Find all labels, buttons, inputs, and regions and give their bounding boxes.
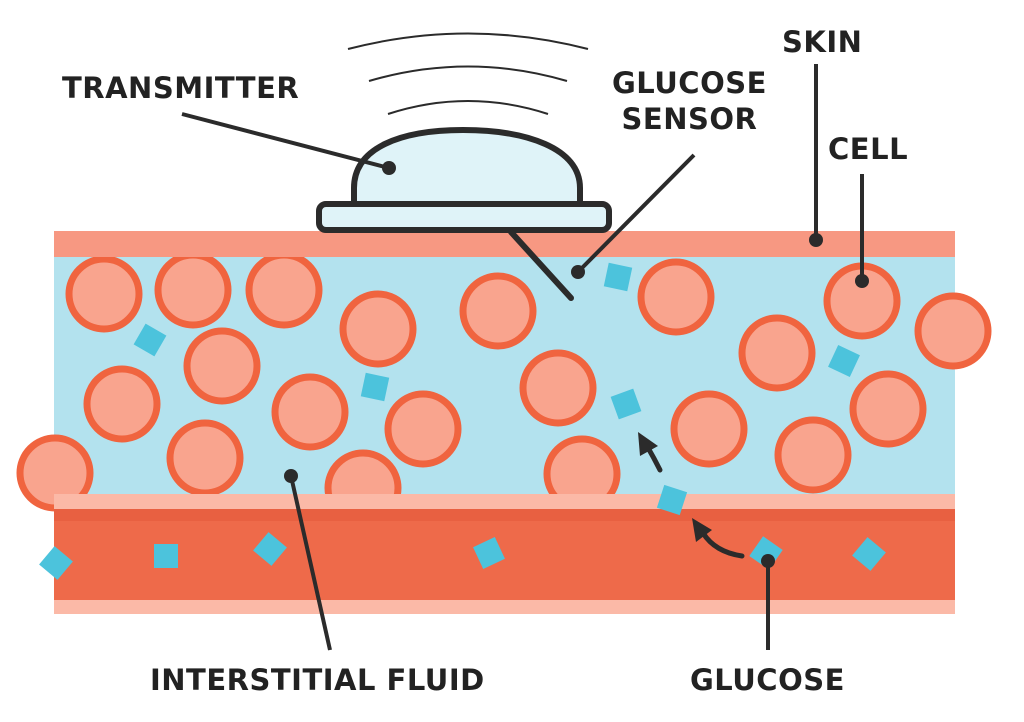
signal-wave <box>387 100 549 115</box>
cell <box>738 314 816 392</box>
cell <box>774 416 852 494</box>
transmitter-base <box>316 201 612 233</box>
glucose-molecule <box>360 372 390 402</box>
cell <box>183 327 261 405</box>
leader-dot <box>284 469 298 483</box>
glucose-molecule <box>133 323 167 357</box>
label-glucose-sensor-line2: SENSOR <box>621 102 758 136</box>
cell <box>914 292 992 370</box>
label-skin: SKIN <box>782 25 863 59</box>
glucose-molecule <box>828 345 860 377</box>
label-glucose-sensor: GLUCOSE SENSOR <box>612 65 767 137</box>
leader-dot <box>571 265 585 279</box>
glucose-molecule <box>610 388 642 420</box>
glucose-molecule <box>656 484 688 516</box>
leader-interstitial-fluid <box>289 475 332 651</box>
glucose-molecule <box>603 262 633 292</box>
leader-dot <box>809 233 823 247</box>
glucose-molecule <box>154 544 178 568</box>
label-glucose-sensor-line1: GLUCOSE <box>612 66 767 100</box>
leader-dot <box>855 274 869 288</box>
glucose-flow-arrow <box>700 530 745 559</box>
glucose-molecule <box>253 532 287 566</box>
cell <box>154 257 232 329</box>
skin-layer <box>54 231 955 257</box>
arrowhead <box>692 518 712 542</box>
leader-glucose-sensor <box>576 153 696 274</box>
vessel-highlight <box>54 509 955 521</box>
label-glucose: GLUCOSE <box>690 663 845 697</box>
cell <box>65 257 143 333</box>
vessel-wall-bottom <box>54 600 955 614</box>
glucose-molecule <box>852 537 886 571</box>
cell <box>637 258 715 336</box>
cell <box>670 390 748 468</box>
cell <box>384 390 462 468</box>
leader-dot <box>761 554 775 568</box>
glucose-sensor-filament <box>508 229 574 301</box>
label-cell: CELL <box>828 132 909 166</box>
cell <box>83 365 161 443</box>
signal-wave <box>347 32 589 50</box>
cell <box>271 373 349 451</box>
arrowhead <box>638 432 658 456</box>
cell <box>543 435 621 497</box>
cell <box>459 272 537 350</box>
leader-transmitter <box>181 112 390 170</box>
glucose-molecule <box>39 546 73 580</box>
vessel-wall-top <box>54 494 955 509</box>
cell <box>849 370 927 448</box>
cell <box>245 257 323 329</box>
cell <box>339 290 417 368</box>
cells <box>65 257 927 497</box>
glucose-molecule <box>473 537 505 569</box>
cell <box>324 449 402 497</box>
label-transmitter: TRANSMITTER <box>62 71 300 105</box>
blood-vessel <box>54 509 955 600</box>
leader-dot <box>382 161 396 175</box>
label-interstitial-fluid: INTERSTITIAL FLUID <box>150 663 485 697</box>
cell <box>519 349 597 427</box>
signal-wave <box>368 65 568 82</box>
cell <box>166 419 244 497</box>
